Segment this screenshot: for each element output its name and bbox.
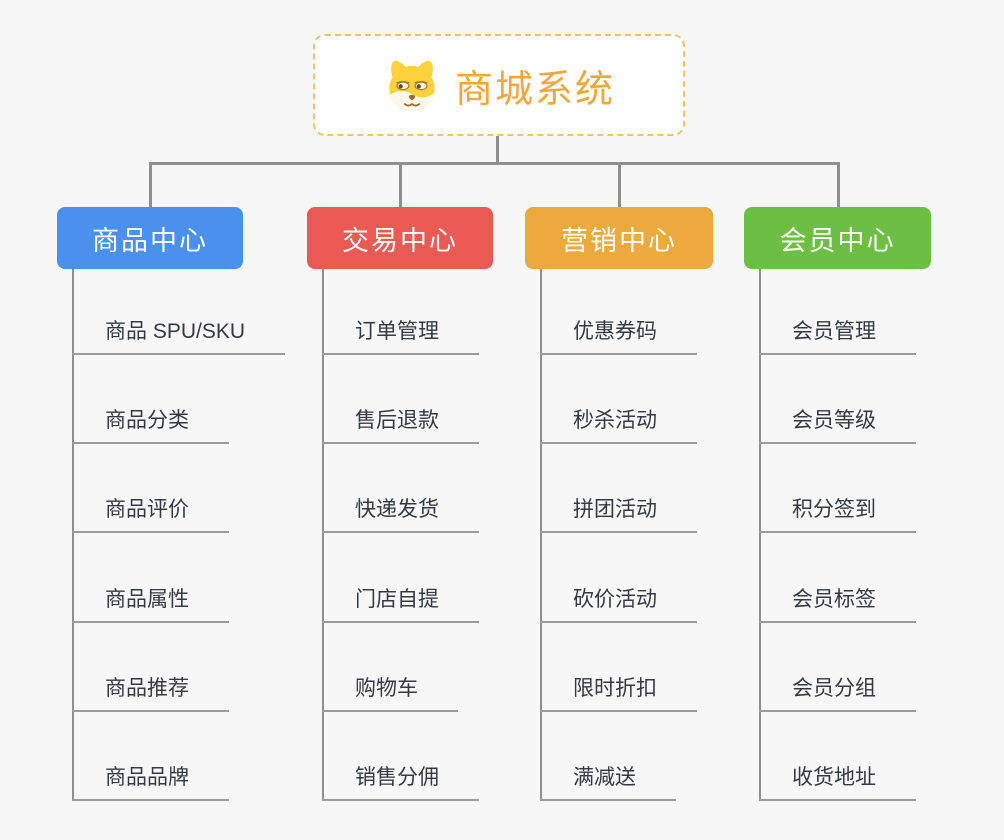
branch-drop-connector xyxy=(399,162,402,208)
root-node[interactable]: 商城系统 xyxy=(313,34,685,136)
child-topic-label: 会员等级 xyxy=(792,409,876,432)
child-topic-label: 会员标签 xyxy=(792,588,876,611)
child-topic[interactable]: 收货地址 xyxy=(759,759,916,801)
child-topic-label: 商品推荐 xyxy=(105,677,189,700)
child-topic[interactable]: 积分签到 xyxy=(759,491,916,533)
child-topic[interactable]: 会员分组 xyxy=(759,670,916,712)
root-title: 商城系统 xyxy=(454,68,615,111)
child-topic[interactable]: 商品属性 xyxy=(72,581,229,623)
branch-label: 商品中心 xyxy=(92,225,208,256)
child-topic-label: 优惠券码 xyxy=(573,320,657,343)
child-topic[interactable]: 快递发货 xyxy=(322,491,479,533)
child-topic[interactable]: 商品评价 xyxy=(72,491,229,533)
branch-drop-connector xyxy=(149,162,152,208)
child-topic-label: 拼团活动 xyxy=(573,498,657,521)
child-topic[interactable]: 限时折扣 xyxy=(540,670,697,712)
child-topic-label: 快递发货 xyxy=(355,498,439,521)
child-topic-label: 秒杀活动 xyxy=(573,409,657,432)
child-topic[interactable]: 购物车 xyxy=(322,670,458,712)
branch-node-3[interactable]: 营销中心 xyxy=(525,207,713,269)
child-topic-label: 积分签到 xyxy=(792,498,876,521)
child-topic-label: 销售分佣 xyxy=(355,766,439,789)
branch-node-2[interactable]: 交易中心 xyxy=(307,207,493,269)
branch-rail-connector xyxy=(150,162,840,165)
root-stem-connector xyxy=(496,136,499,165)
child-topic[interactable]: 商品推荐 xyxy=(72,670,229,712)
child-topic[interactable]: 商品 SPU/SKU xyxy=(72,313,286,355)
child-topic-label: 满减送 xyxy=(573,766,636,789)
branch-drop-connector xyxy=(837,162,840,208)
column-trunk-line xyxy=(72,269,74,801)
branch-label: 营销中心 xyxy=(561,225,677,256)
child-topic-label: 商品 SPU/SKU xyxy=(105,320,246,343)
child-topic-label: 限时折扣 xyxy=(573,677,657,700)
branch-node-4[interactable]: 会员中心 xyxy=(744,207,931,269)
child-topic-label: 会员分组 xyxy=(792,677,876,700)
child-topic[interactable]: 销售分佣 xyxy=(322,759,479,801)
child-topic-label: 门店自提 xyxy=(355,588,439,611)
child-topic[interactable]: 会员标签 xyxy=(759,581,916,623)
child-topic-label: 售后退款 xyxy=(355,409,439,432)
child-topic[interactable]: 订单管理 xyxy=(322,313,479,355)
column-trunk-line xyxy=(322,269,324,801)
child-topic-label: 收货地址 xyxy=(792,766,876,789)
child-topic[interactable]: 优惠券码 xyxy=(540,313,697,355)
child-topic-label: 购物车 xyxy=(355,677,418,700)
child-topic-label: 商品品牌 xyxy=(105,766,189,789)
child-topic[interactable]: 商品品牌 xyxy=(72,759,229,801)
child-topic[interactable]: 商品分类 xyxy=(72,402,229,444)
child-topic-label: 商品属性 xyxy=(105,588,189,611)
child-topic[interactable]: 满减送 xyxy=(540,759,676,801)
child-topic[interactable]: 砍价活动 xyxy=(540,581,697,623)
branch-node-1[interactable]: 商品中心 xyxy=(57,207,243,269)
child-topic-label: 商品评价 xyxy=(105,498,189,521)
child-topic[interactable]: 会员等级 xyxy=(759,402,916,444)
branch-drop-connector xyxy=(618,162,621,208)
child-topic-label: 订单管理 xyxy=(355,320,439,343)
child-topic[interactable]: 门店自提 xyxy=(322,581,479,623)
branch-label: 交易中心 xyxy=(342,225,458,256)
child-topic[interactable]: 售后退款 xyxy=(322,402,479,444)
child-topic[interactable]: 秒杀活动 xyxy=(540,402,697,444)
child-topic-label: 砍价活动 xyxy=(573,588,657,611)
child-topic[interactable]: 拼团活动 xyxy=(540,491,697,533)
column-trunk-line xyxy=(540,269,542,801)
branch-label: 会员中心 xyxy=(779,225,896,256)
child-topic-label: 会员管理 xyxy=(792,320,876,343)
shiba-dog-face-icon xyxy=(389,60,435,112)
column-trunk-line xyxy=(759,269,761,801)
child-topic-label: 商品分类 xyxy=(105,409,189,432)
child-topic[interactable]: 会员管理 xyxy=(759,313,916,355)
